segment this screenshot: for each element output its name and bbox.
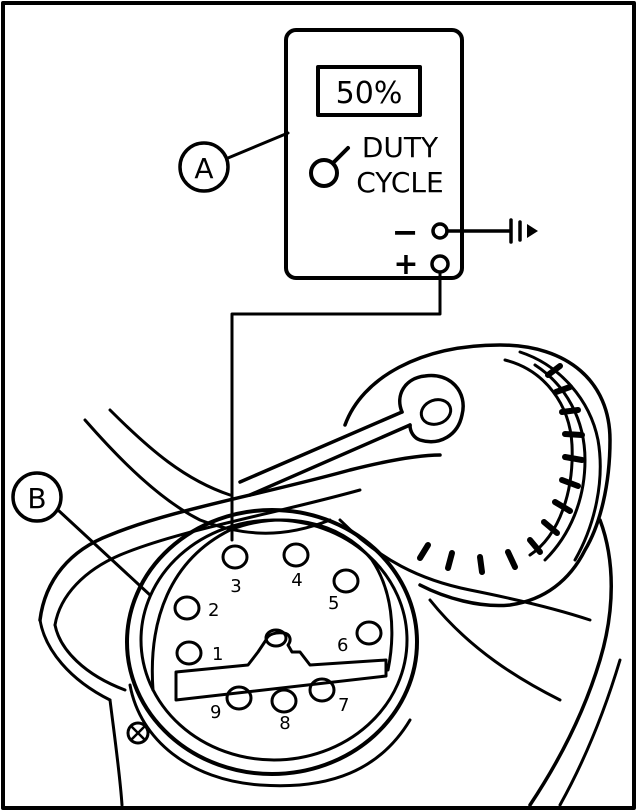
- connector-key-hole: [264, 628, 288, 648]
- connector-pin-8: 8: [270, 688, 298, 734]
- pin-label-8: 8: [279, 713, 290, 734]
- housing-ribs: [417, 363, 585, 575]
- connector-pin-1: 1: [175, 640, 223, 666]
- connector-pin-6: 6: [337, 620, 383, 656]
- connector: 1 2 3 4 5 6 7 8: [125, 508, 419, 788]
- pin-label-7: 7: [338, 695, 349, 716]
- meter-mode-label-duty: DUTY: [362, 131, 439, 164]
- positive-test-lead: [230, 270, 442, 542]
- meter-mode-label-cycle: CYCLE: [356, 166, 443, 199]
- connector-pin-4: 4: [282, 542, 310, 591]
- negative-terminal-jack: [431, 222, 449, 240]
- connector-pin-5: 5: [328, 568, 360, 614]
- distributor-housing: [38, 343, 622, 807]
- screw-icon: [126, 721, 150, 745]
- negative-terminal-label: −: [392, 213, 419, 251]
- positive-terminal-label: +: [393, 247, 418, 282]
- ground-symbol-icon: [527, 224, 538, 238]
- duty-cycle-meter: 50% DUTY CYCLE − +: [284, 28, 464, 282]
- callout-a-label: A: [194, 152, 213, 185]
- meter-body: [284, 28, 464, 280]
- pin-label-3: 3: [230, 576, 241, 597]
- connector-outer-rim: [125, 508, 419, 776]
- callout-b: B: [11, 471, 152, 597]
- pin-label-2: 2: [208, 600, 219, 621]
- connector-pin-7: 7: [308, 677, 349, 716]
- pin-label-1: 1: [212, 644, 223, 665]
- callout-a: A: [178, 131, 290, 193]
- pin-label-6: 6: [337, 635, 348, 656]
- connector-pin-9: 9: [210, 685, 253, 723]
- ground-lead: [445, 218, 538, 244]
- connector-pin-3: 3: [221, 544, 249, 597]
- callout-b-label: B: [27, 482, 46, 515]
- meter-display-value: 50%: [336, 76, 403, 111]
- wrench: [238, 373, 465, 497]
- pin-label-9: 9: [210, 702, 221, 723]
- pin-label-5: 5: [328, 593, 339, 614]
- pin-label-4: 4: [291, 570, 302, 591]
- connector-pin-2: 2: [173, 595, 219, 621]
- positive-terminal-jack: [430, 254, 450, 274]
- meter-display: [316, 65, 422, 117]
- selector-knob-icon: [309, 146, 350, 188]
